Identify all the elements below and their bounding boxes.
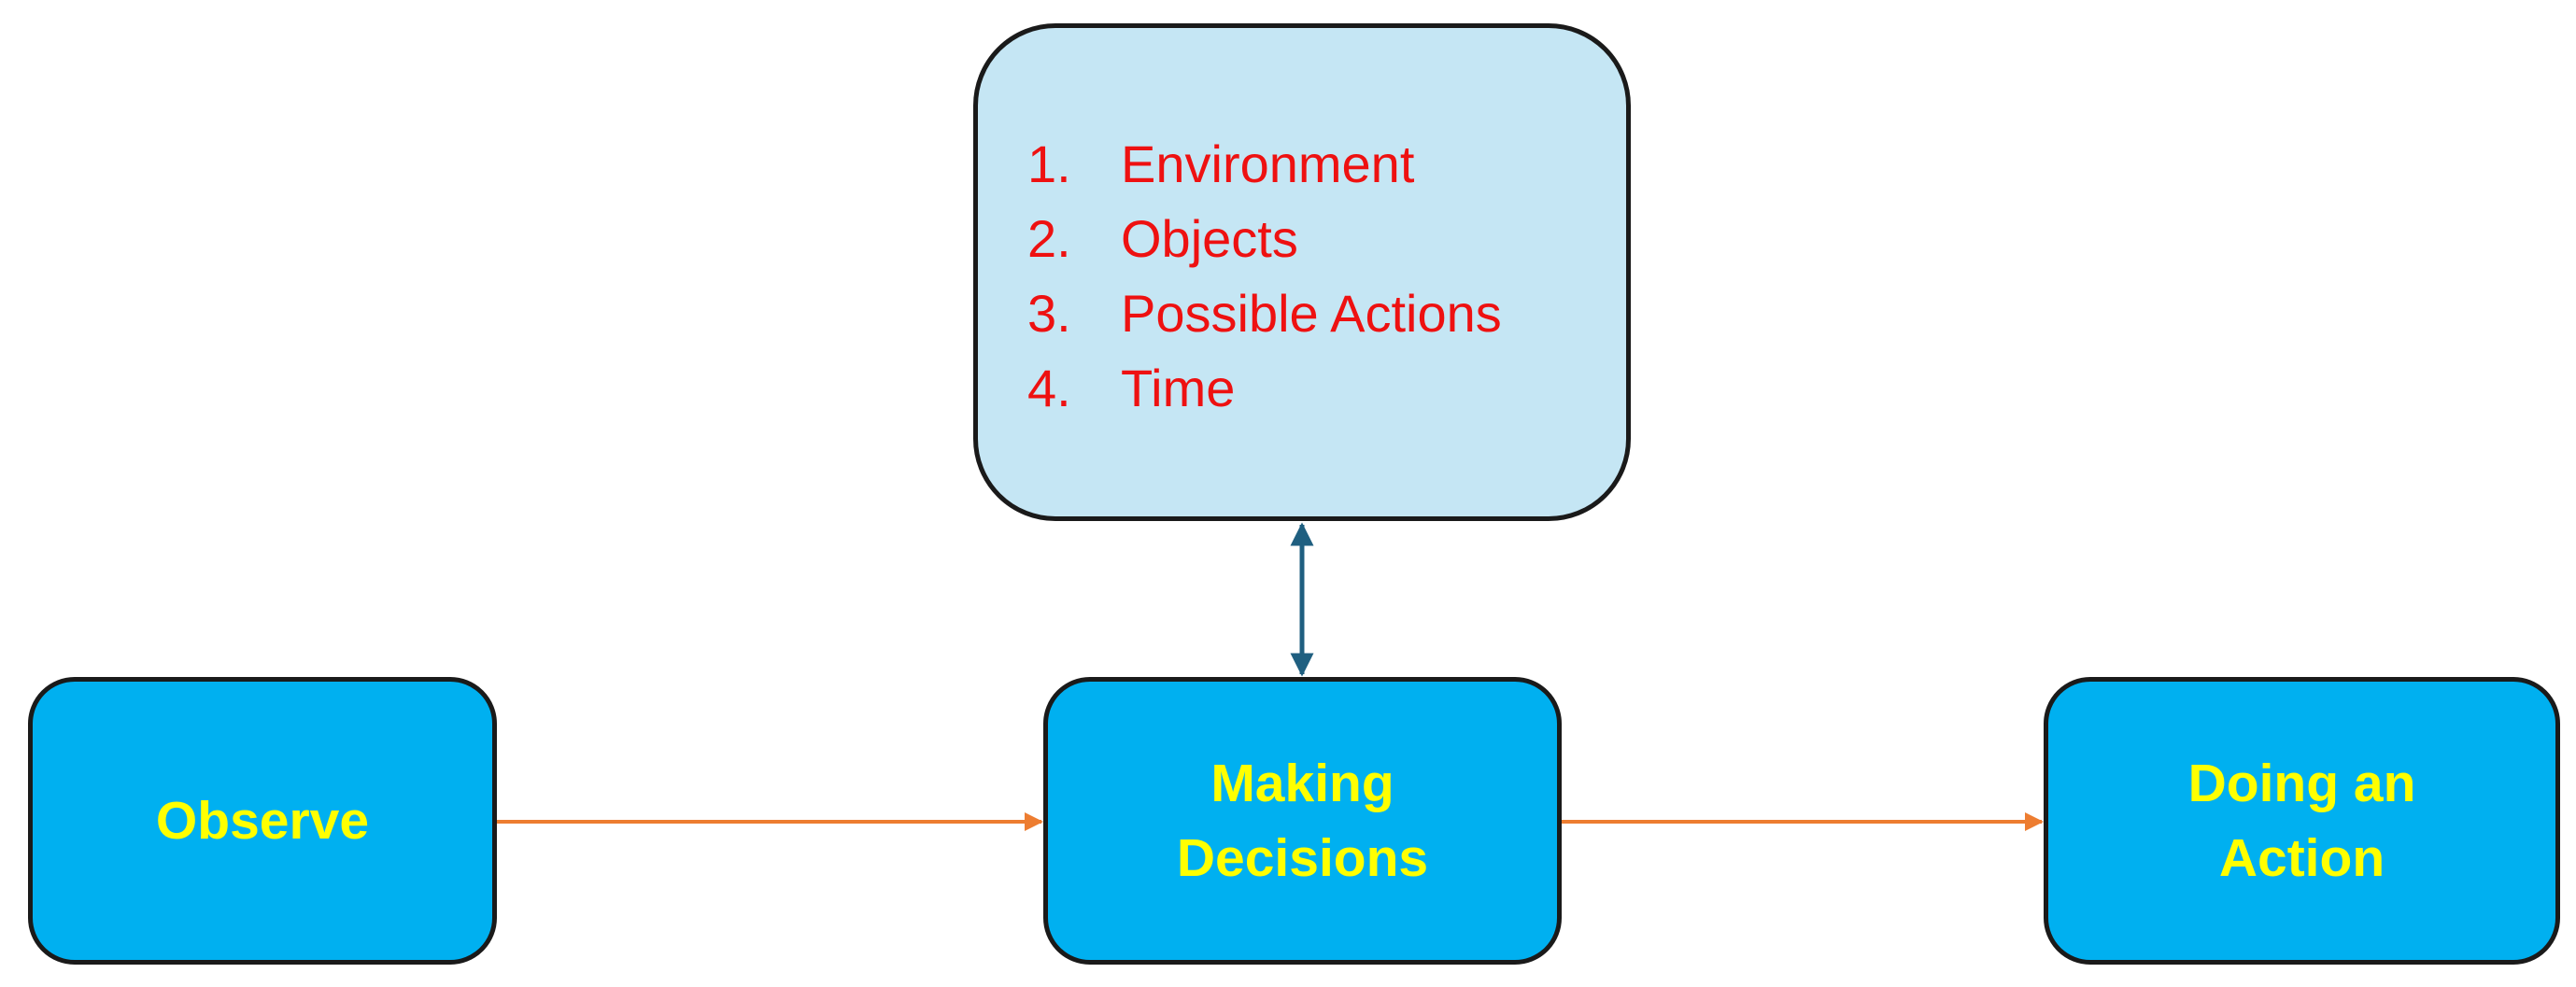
- factors-box: [973, 23, 1631, 521]
- factor-number: 1.: [1027, 134, 1071, 193]
- making-decisions-label: Making Decisions: [1176, 754, 1429, 888]
- observe-label: Observe: [155, 791, 370, 851]
- making-decisions-box: Making Decisions: [1043, 677, 1562, 965]
- factor-item-environment: 1. Environment: [1027, 127, 1502, 202]
- factor-item-time: 4. Time: [1027, 351, 1502, 426]
- factor-item-possible-actions: 3. Possible Actions: [1027, 276, 1502, 351]
- observe-box: Observe: [28, 677, 497, 965]
- factor-text: Environment: [1121, 134, 1415, 193]
- factor-number: 3.: [1027, 284, 1071, 343]
- factor-number: 4.: [1027, 359, 1071, 417]
- factor-list: 1. Environment 2. Objects 3. Possible Ac…: [1027, 127, 1502, 426]
- doing-an-action-box: Doing an Action: [2044, 677, 2560, 965]
- factor-item-objects: 2. Objects: [1027, 202, 1502, 276]
- factor-text: Possible Actions: [1121, 284, 1502, 343]
- factor-number: 2.: [1027, 209, 1071, 268]
- doing-an-action-label: Doing an Action: [2187, 754, 2416, 888]
- factor-text: Time: [1121, 359, 1236, 417]
- factor-text: Objects: [1121, 209, 1298, 268]
